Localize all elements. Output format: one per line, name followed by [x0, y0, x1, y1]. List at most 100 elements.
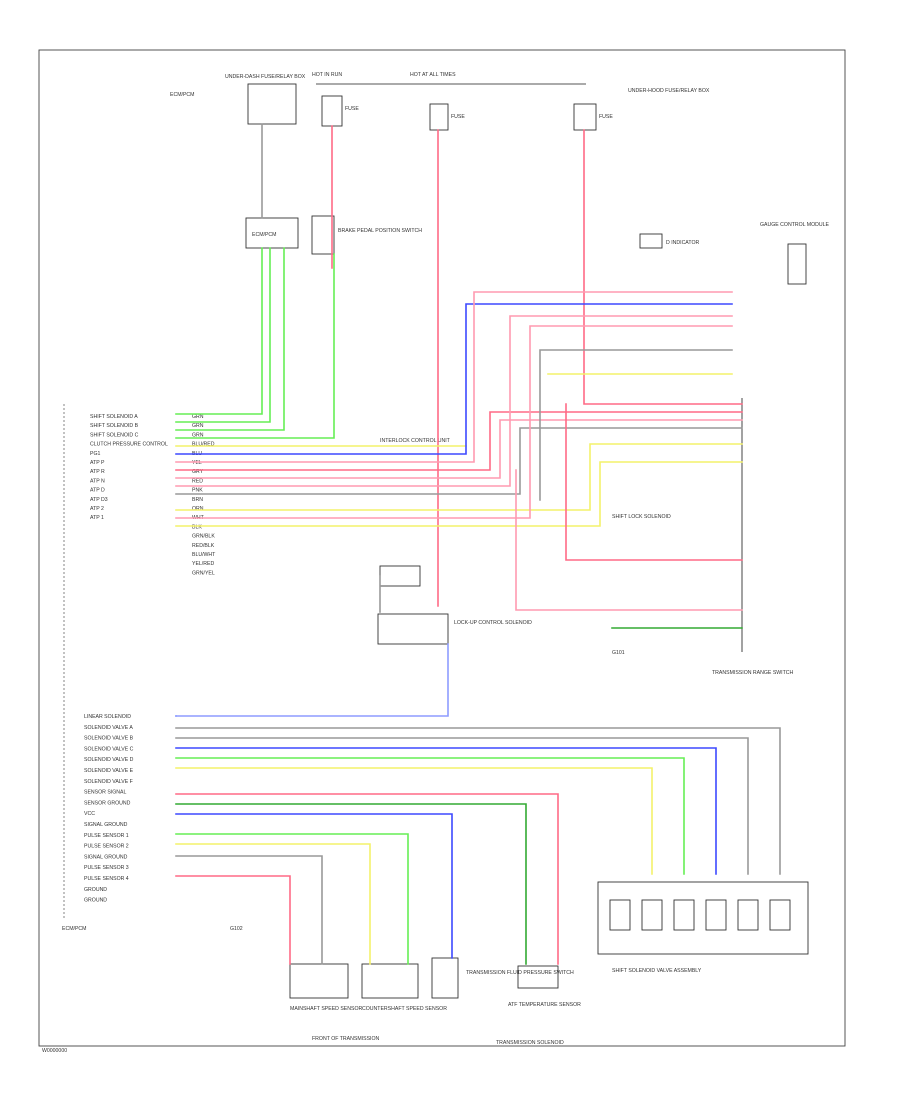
pin-label-upper: SHIFT SOLENOID B: [90, 423, 139, 429]
ign-hot-label: HOT IN RUN: [312, 72, 342, 78]
fuse-1: [321, 95, 343, 127]
pin-label-lower: PULSE SENSOR 3: [84, 865, 129, 871]
instrument-cluster: [787, 243, 807, 285]
fuse-3-label: FUSE: [599, 114, 613, 120]
pin-label-upper: ATP P: [90, 460, 105, 466]
wire-relay-green-c: [175, 247, 285, 431]
wire-code-label: RED: [192, 478, 203, 484]
wire-ground-right: [515, 469, 743, 611]
ground-left-label: G102: [230, 926, 243, 932]
solenoid-valve: [641, 899, 663, 931]
center-relay-coil: [379, 565, 421, 587]
pin-label-lower: PULSE SENSOR 2: [84, 844, 129, 850]
wire-pulse-3: [175, 875, 291, 965]
wire-code-label: GRN: [192, 414, 204, 420]
wire-sensor-ground: [175, 803, 527, 965]
pin-label-upper: ATP D3: [90, 497, 108, 503]
wire-fuse3: [583, 129, 743, 405]
pin-label-upper: SHIFT SOLENOID C: [90, 432, 139, 438]
wire-stop-green: [175, 253, 335, 439]
pin-label-lower: SOLENOID VALVE B: [84, 736, 134, 742]
outer-frame: [38, 49, 846, 1047]
relay-module: [245, 217, 299, 249]
center-switch-box: [377, 613, 449, 645]
pin-label-upper: ATP R: [90, 469, 105, 475]
wire-atp-d3: [175, 427, 743, 495]
temp-sensor: [517, 965, 559, 989]
pin-label-upper: ATP 2: [90, 506, 104, 512]
fuse-box-top-label: HOT AT ALL TIMES: [410, 72, 456, 78]
pin-label-lower: SIGNAL GROUND: [84, 854, 128, 860]
fuse-1-label: FUSE: [345, 106, 359, 112]
wire-atp-r: [175, 411, 743, 471]
relay-box-left: [247, 83, 297, 125]
wire-sol-d: [175, 757, 685, 875]
wire-code-label: GRN: [192, 432, 204, 438]
pin-label-lower: GROUND: [84, 898, 107, 904]
wire-code-label: GRN: [192, 423, 204, 429]
wire-code-label: GRN/BLK: [192, 534, 215, 540]
pin-label-upper: PG1: [90, 451, 100, 457]
solenoid-valve: [769, 899, 791, 931]
fuse-2: [429, 103, 449, 131]
wire-code-label: YEL/RED: [192, 561, 214, 567]
stop-switch: [311, 215, 335, 255]
pin-label-lower: SENSOR SIGNAL: [84, 790, 126, 796]
pin-label-lower: SOLENOID VALVE D: [84, 757, 134, 763]
pin-label-lower: LINEAR SOLENOID: [84, 714, 131, 720]
instrument-cluster-label: GAUGE CONTROL MODULE: [760, 222, 830, 228]
pin-label-upper: CLUTCH PRESSURE CONTROL: [90, 442, 168, 448]
wire-code-label: BLU/WHT: [192, 552, 216, 558]
relay-right-label: UNDER-HOOD FUSE/RELAY BOX: [628, 88, 710, 94]
wire-sol-e: [175, 767, 653, 875]
wire-atp-d: [175, 315, 733, 487]
wire-sig-ground: [175, 855, 323, 965]
pin-label-lower: SOLENOID VALVE F: [84, 779, 133, 785]
wire-center-out: [175, 643, 449, 717]
wire-sol-c: [175, 747, 717, 875]
wire-pg1-blue: [175, 303, 733, 455]
wire-code-label: BRN: [192, 497, 203, 503]
fuse-3: [573, 103, 597, 131]
interlock-label: INTERLOCK CONTROL UNIT: [380, 438, 451, 444]
wire-code-label: BLU/RED: [192, 442, 215, 448]
d-indicator-label: D INDICATOR: [666, 240, 699, 246]
pressure-switch-label: TRANSMISSION FLUID PRESSURE SWITCH: [466, 970, 574, 976]
ground-right: G101: [612, 650, 625, 656]
temp-sensor-label: ATF TEMPERATURE SENSOR: [508, 1002, 581, 1008]
solenoid-valve: [705, 899, 727, 931]
pin-label-lower: SOLENOID VALVE E: [84, 768, 134, 774]
trans-bottom-label: FRONT OF TRANSMISSION: [312, 1036, 380, 1042]
pin-label-lower: SOLENOID VALVE C: [84, 746, 134, 752]
solenoid-bottom-label: TRANSMISSION SOLENOID: [496, 1040, 564, 1046]
speed-sensor-1-label: MAINSHAFT SPEED SENSOR: [290, 1006, 363, 1012]
speed-sensor-2: [361, 963, 419, 999]
pin-label-upper: ATP N: [90, 478, 105, 484]
wire-relay-green-a: [175, 247, 263, 415]
solenoid-valve-assembly: [597, 881, 809, 955]
wire-sensor-signal: [175, 793, 559, 965]
d-indicator: [639, 233, 663, 249]
relay-left-label: UNDER-DASH FUSE/RELAY BOX: [225, 74, 306, 80]
wire-atp-1: [175, 461, 743, 527]
pin-label-lower: GROUND: [84, 887, 107, 893]
relay-left-caption: ECM/PCM: [170, 92, 195, 98]
stop-switch-label: BRAKE PEDAL POSITION SWITCH: [338, 228, 422, 234]
range-switch-label: TRANSMISSION RANGE SWITCH: [712, 670, 794, 676]
pin-label-lower: PULSE SENSOR 4: [84, 876, 129, 882]
pin-label-upper: SHIFT SOLENOID A: [90, 414, 138, 420]
wire-harness: [175, 123, 791, 965]
solenoid-valve: [673, 899, 695, 931]
solenoid-valve: [737, 899, 759, 931]
pin-label-lower: SENSOR GROUND: [84, 800, 131, 806]
wire-code-label: GRY: [192, 469, 204, 475]
wire-pulse-1: [175, 833, 409, 965]
wire-cluster-gray: [539, 349, 733, 501]
speed-sensor-1: [289, 963, 349, 999]
wire-sol-f: [175, 737, 749, 875]
wire-code-label: YEL: [192, 460, 202, 466]
wire-atp-n: [175, 419, 743, 479]
wire-pulse-2: [175, 843, 371, 965]
